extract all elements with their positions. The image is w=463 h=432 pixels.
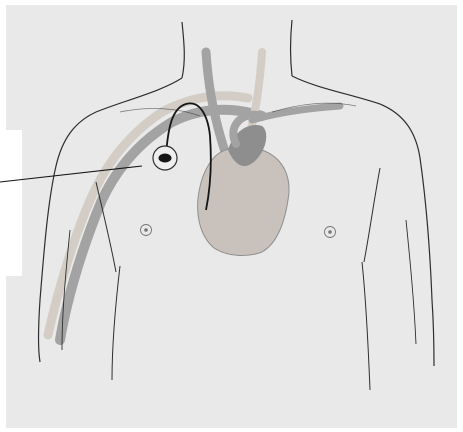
implanted-port-icon — [153, 146, 177, 170]
